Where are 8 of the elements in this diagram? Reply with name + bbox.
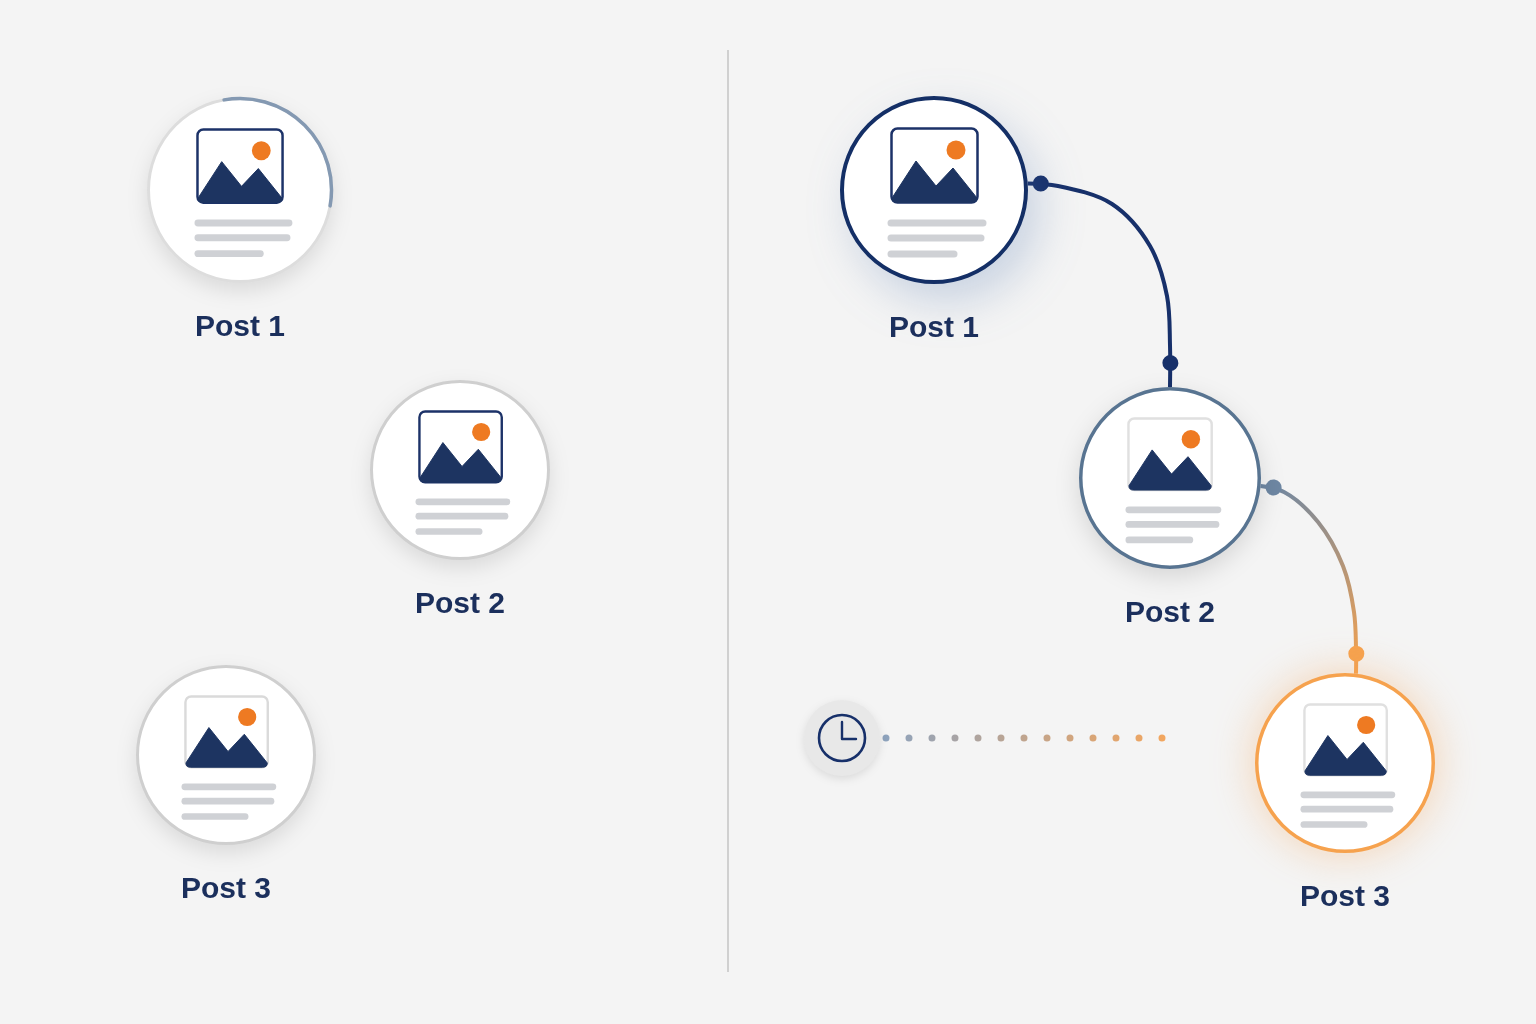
post-label: Post 3 [1300,879,1390,913]
post-label: Post 2 [415,586,505,620]
post-label: Post 2 [1125,595,1215,629]
post-label: Post 1 [889,310,979,344]
connector-line [1027,175,1179,388]
post-label: Post 1 [195,309,285,343]
connector-line [1260,479,1365,674]
post-label: Post 3 [181,871,271,905]
